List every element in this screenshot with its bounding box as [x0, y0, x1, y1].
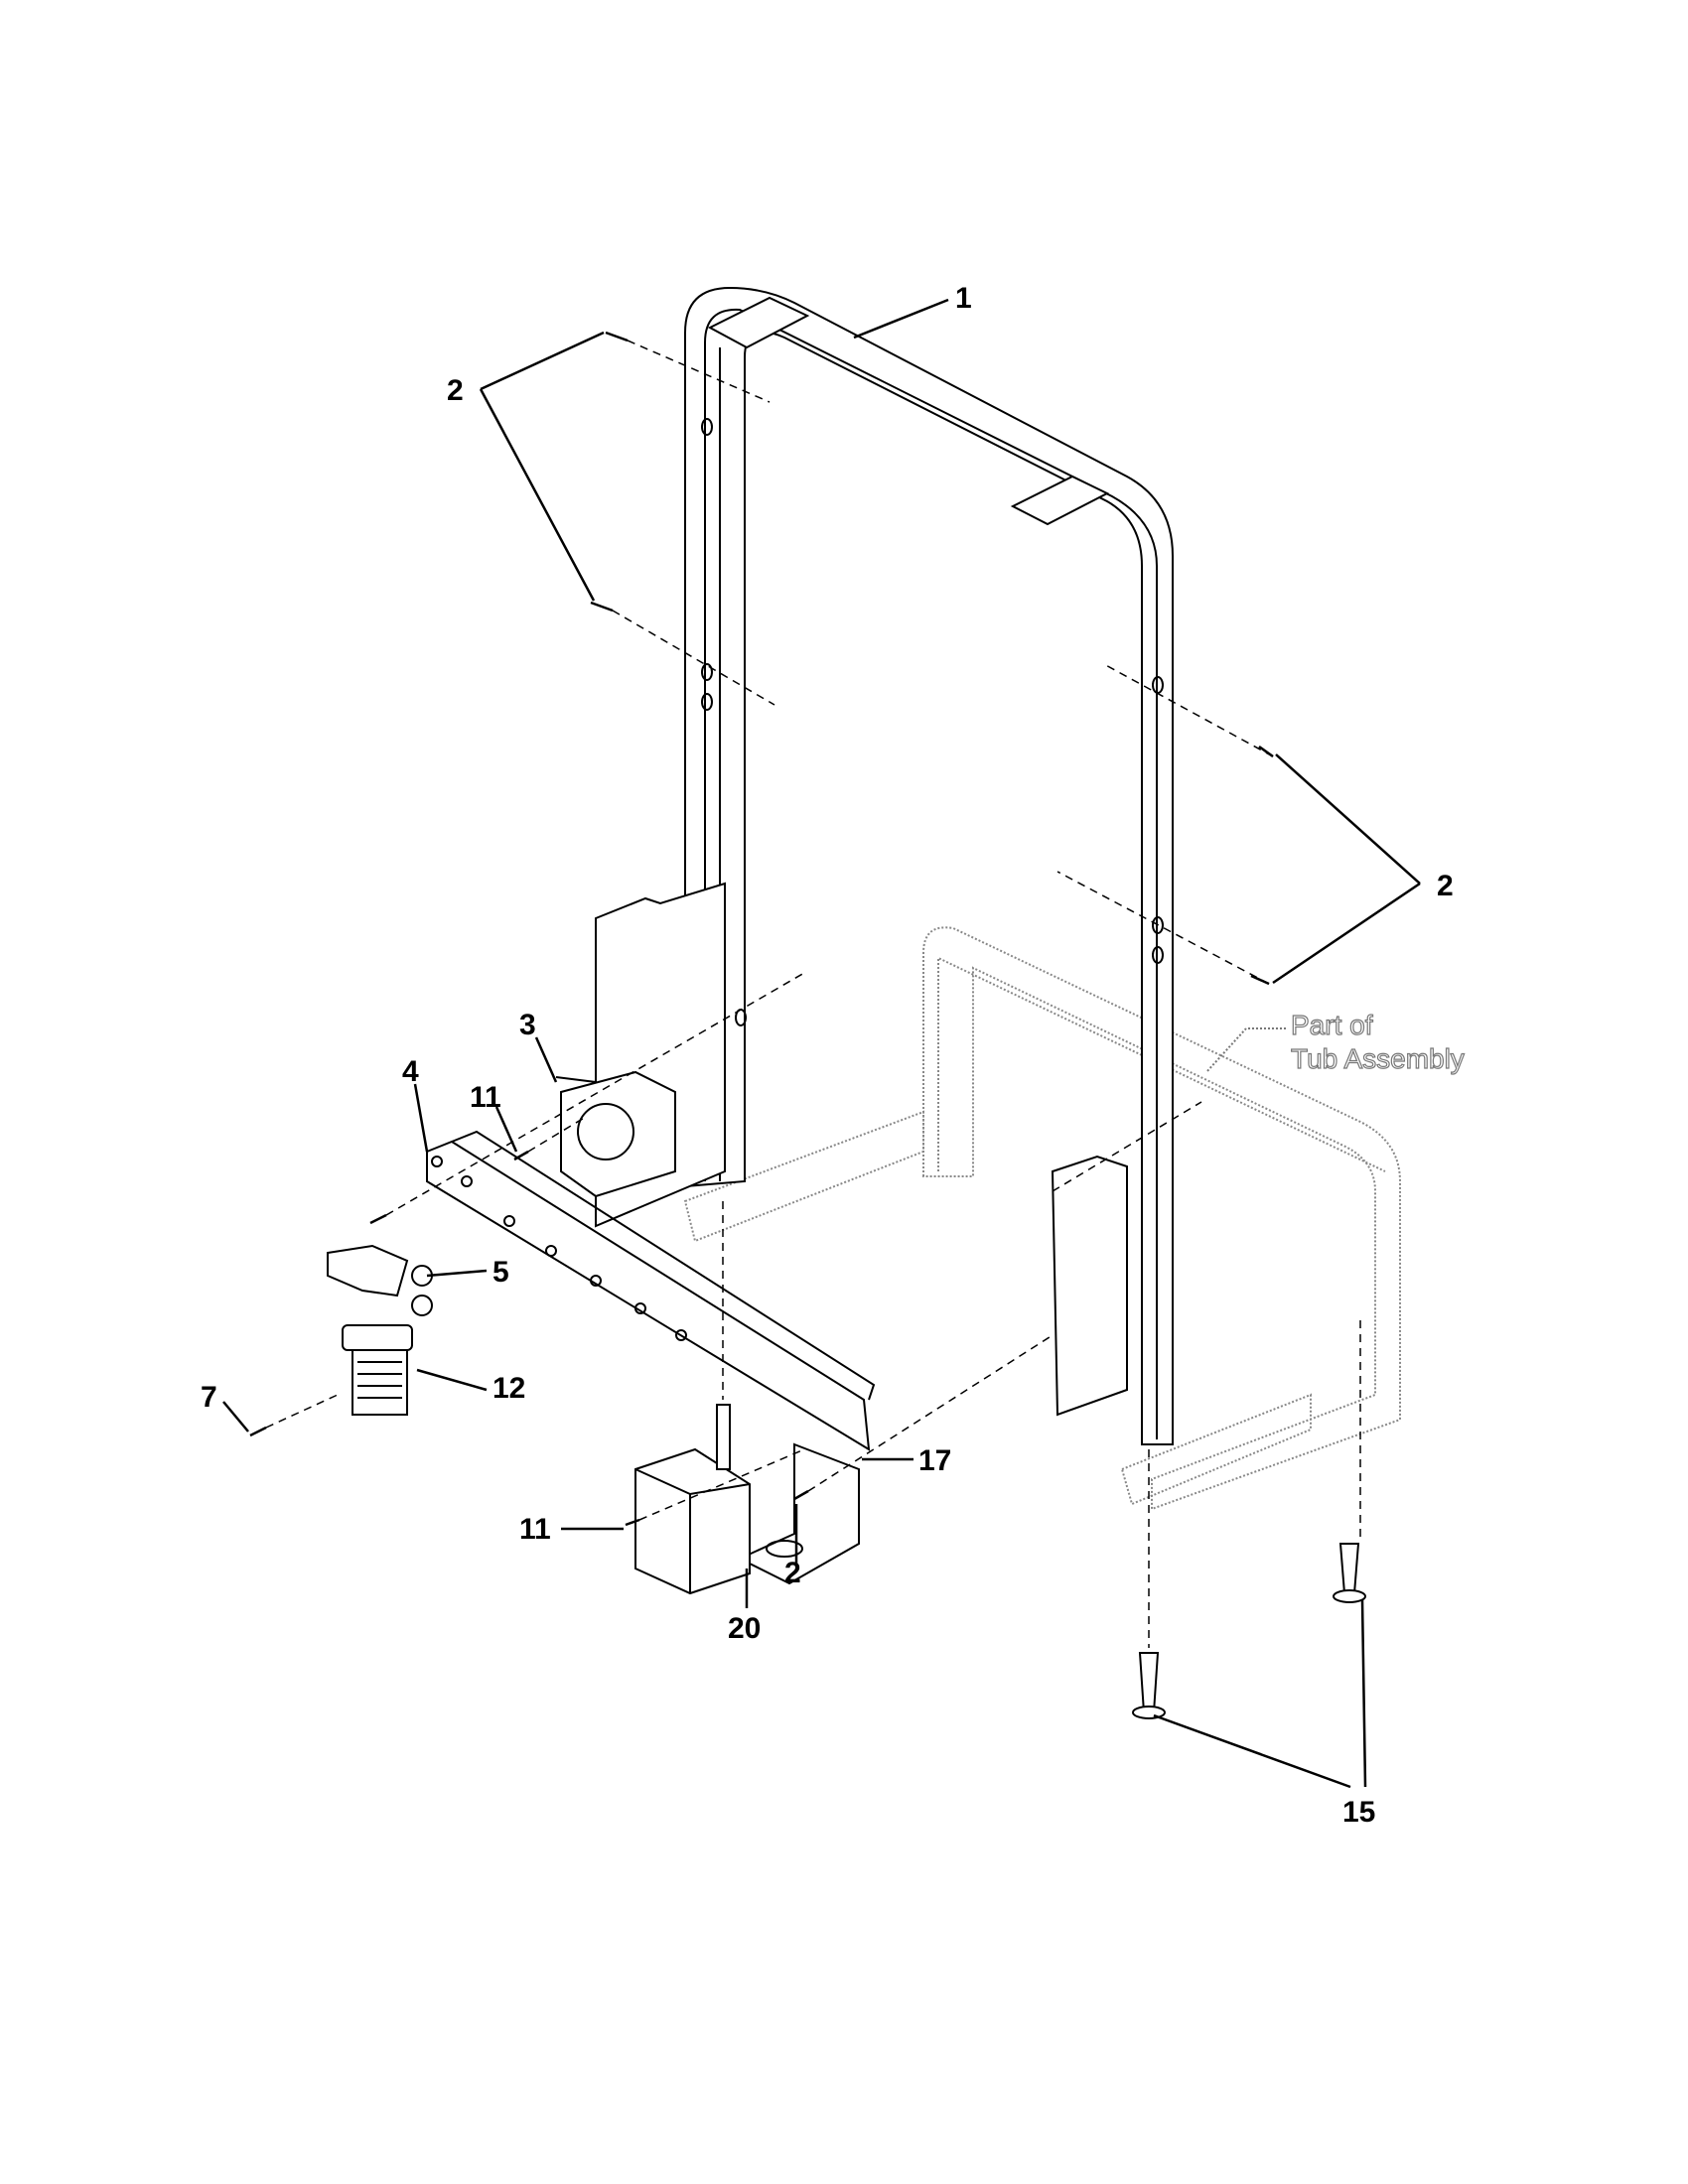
callout-7: 7 — [201, 1381, 217, 1414]
assembly-lines — [265, 340, 1361, 1648]
bracket-part-4 — [426, 1130, 876, 1585]
callout-20: 20 — [728, 1612, 761, 1645]
note-part-of: Part of — [1291, 1010, 1373, 1040]
callout-1: 1 — [955, 282, 972, 315]
bracket-part-17 — [737, 1442, 860, 1585]
callout-5: 5 — [492, 1256, 509, 1289]
valve-part-3 — [555, 1070, 676, 1198]
note-tub-assembly: Tub Assembly — [1291, 1043, 1465, 1074]
callout-15: 15 — [1342, 1796, 1375, 1829]
callout-12: 12 — [492, 1372, 525, 1405]
callout-2: 2 — [447, 374, 464, 407]
frame-part-1 — [595, 286, 1174, 1445]
callout-3: 3 — [519, 1009, 536, 1041]
tub-assembly-outline — [683, 926, 1401, 1511]
bracket-holes — [431, 1156, 687, 1341]
callout-11: 11 — [519, 1513, 551, 1546]
callout-11: 11 — [470, 1081, 501, 1114]
callout-2: 2 — [1437, 870, 1454, 902]
coil-part-12 — [342, 1324, 413, 1416]
switch-part-5 — [327, 1244, 433, 1316]
callout-4: 4 — [402, 1055, 419, 1088]
box-part-20 — [634, 1404, 751, 1595]
callout-17: 17 — [918, 1444, 951, 1477]
leader-lines — [222, 298, 1421, 1789]
callout-2: 2 — [784, 1557, 801, 1589]
